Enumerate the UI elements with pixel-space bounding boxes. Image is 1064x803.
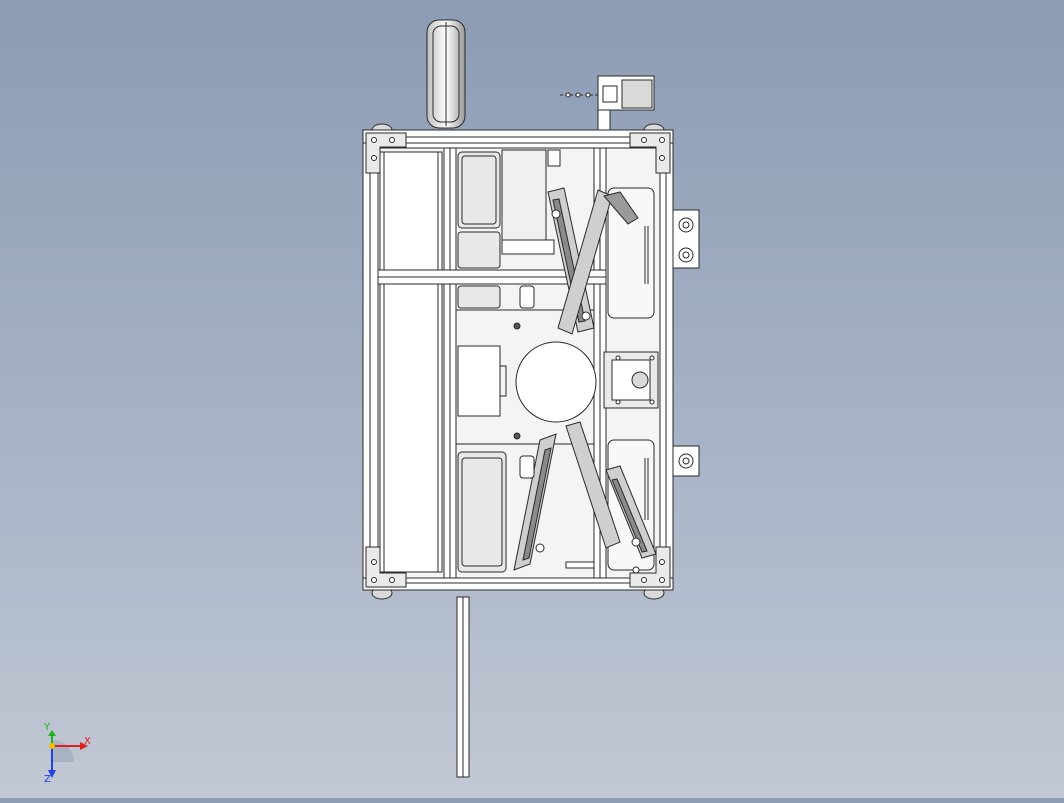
- y-axis-label: Y: [44, 722, 51, 733]
- left-panel: [379, 151, 443, 573]
- side-brackets: [672, 209, 700, 477]
- center-turntable: [455, 309, 659, 445]
- x-axis-label: X: [84, 736, 91, 747]
- motor-bracket: [560, 75, 655, 133]
- coordinate-triad: X Y Z: [36, 722, 106, 788]
- z-axis-label: Z: [44, 774, 51, 785]
- linkage-arms: [513, 187, 657, 571]
- small-components: [519, 285, 640, 574]
- corner-gussets: [365, 132, 671, 588]
- top-wheel: [426, 19, 466, 129]
- battery-boxes: [457, 151, 507, 573]
- bottom-handle: [456, 596, 470, 778]
- controller-box: [501, 149, 561, 255]
